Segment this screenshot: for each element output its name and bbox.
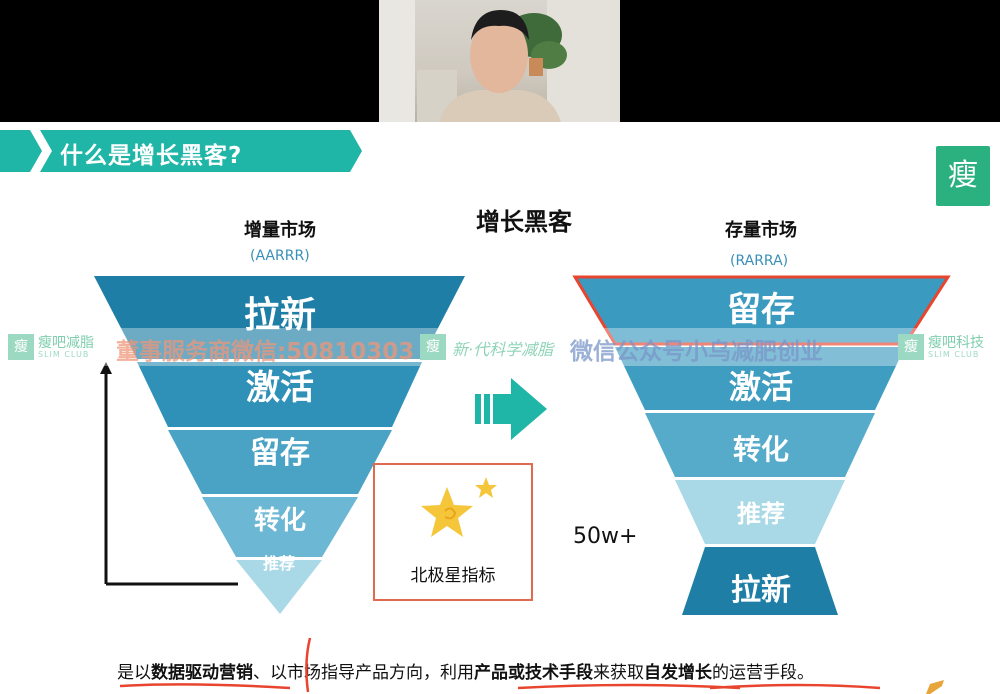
watermark-brand-left-sub: SLIM CLUB <box>38 350 90 359</box>
slide: 什么是增长黑客? 瘦吧 增量市场 (AARRR) 增长黑客 存量市场 (RARR… <box>0 122 1000 694</box>
watermark-logo-icon: 瘦 <box>420 334 446 360</box>
north-star-label: 北极星指标 <box>410 566 496 586</box>
right-stage-1: 留存 <box>727 290 795 330</box>
definition-part: 来获取 <box>593 663 644 683</box>
watermark-logo-icon: 瘦 <box>898 334 924 360</box>
right-stage-2: 激活 <box>728 368 793 406</box>
definition-bold: 产品或技术手段 <box>474 663 593 683</box>
definition-bold: 自发增长 <box>644 663 712 683</box>
title-banner <box>0 130 362 172</box>
left-stage-1: 拉新 <box>243 295 316 336</box>
pencil-icon <box>926 680 944 694</box>
right-stage-5: 拉新 <box>731 573 791 608</box>
watermark-brand-right: 瘦吧科技 <box>928 335 984 351</box>
left-heading: 增量市场 <box>244 220 316 241</box>
slide-title: 什么是增长黑客? <box>60 143 243 169</box>
arrow-right-icon <box>475 378 547 440</box>
left-funnel <box>94 276 465 614</box>
right-stage-4: 推荐 <box>737 500 785 528</box>
left-stage-4: 转化 <box>253 506 306 536</box>
definition-part: 是以 <box>117 663 151 683</box>
center-title: 增长黑客 <box>476 208 572 236</box>
north-star-card: 北极星指标 <box>373 463 533 601</box>
right-heading: 存量市场 <box>725 220 797 241</box>
growth-axis <box>100 362 238 586</box>
watermark-band: 瘦 瘦吧减脂 SLIM CLUB 董事服务商微信:50810303 瘦 新·代科… <box>0 328 1000 366</box>
watermark-brand-mid: 新·代科学减脂 <box>452 340 554 359</box>
pen-annotations <box>119 637 881 693</box>
right-funnel <box>572 275 951 615</box>
brand-logo: 瘦吧 <box>936 146 990 253</box>
right-stage-3: 转化 <box>732 433 789 466</box>
webcam-video <box>379 0 620 122</box>
definition-part: 的运营手段。 <box>712 663 814 683</box>
left-stage-2: 激活 <box>246 368 314 408</box>
left-subheading: (AARRR) <box>250 248 310 264</box>
definition-text: 是以数据驱动营销、以市场指导产品方向，利用产品或技术手段来获取自发增长的运营手段… <box>117 658 814 683</box>
watermark-text-2: 微信公众号小乌减肥创业 <box>570 339 823 365</box>
watermark-logo-icon: 瘦 <box>8 334 34 360</box>
left-stage-5: 推荐 <box>262 554 295 573</box>
watermark-brand-left: 瘦吧减脂 <box>38 335 94 351</box>
definition-bold: 数据驱动营销 <box>151 663 253 683</box>
star-icon <box>421 477 497 537</box>
left-stage-3: 留存 <box>250 436 310 471</box>
watermark-brand-right-sub: SLIM CLUB <box>928 350 980 359</box>
watermark-text-1: 董事服务商微信:50810303 <box>116 339 415 365</box>
user-count-label: 50w+ <box>573 524 638 549</box>
right-subheading: (RARRA) <box>730 253 789 269</box>
definition-part: 、以市场指导产品方向，利用 <box>253 663 474 683</box>
